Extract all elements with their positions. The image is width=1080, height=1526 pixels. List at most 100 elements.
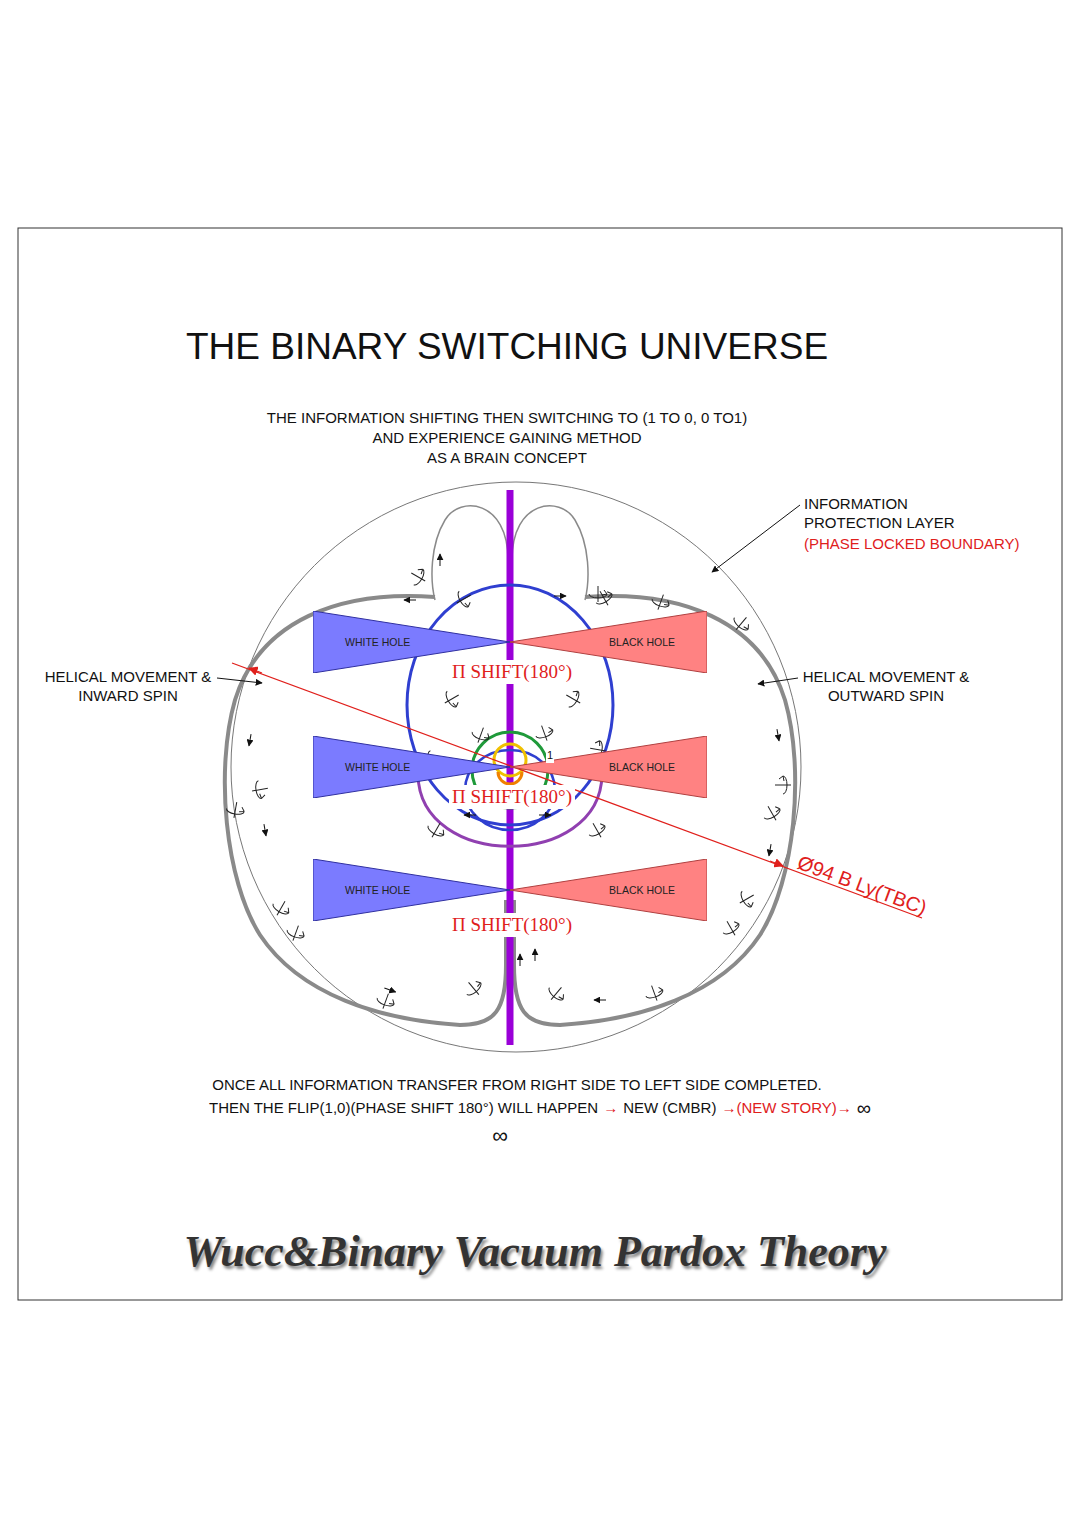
spin-axis: [383, 994, 388, 1009]
page-frame: [18, 228, 1062, 1300]
annotation: AS A BRAIN CONCEPT: [427, 449, 587, 468]
cone-label: BLACK HOLE: [609, 761, 675, 774]
spin-glyph: [440, 687, 463, 711]
flow-arrow: [264, 824, 266, 836]
cone-fill: [313, 859, 510, 921]
spin-head: [439, 829, 446, 836]
spin-glyph: [251, 779, 270, 800]
spin-head: [732, 920, 739, 927]
spin-axis: [432, 823, 440, 837]
flow-arrow: [777, 729, 779, 741]
spin-axis: [411, 573, 425, 581]
cone-label: BLACK HOLE: [609, 884, 675, 897]
flow-arrow: [769, 844, 771, 856]
flow-shaft: [264, 824, 266, 836]
spin-head: [773, 805, 780, 812]
spin-axis: [740, 895, 754, 903]
flow-shaft: [539, 815, 551, 816]
flow-arrow: [520, 954, 521, 966]
spin-axis: [598, 586, 599, 602]
flow-arrow: [554, 596, 566, 597]
spin-glyph: [424, 819, 448, 842]
spin-axis: [658, 595, 663, 610]
spin-glyph: [374, 991, 396, 1012]
spin-axis: [293, 926, 298, 941]
flow-shaft: [777, 729, 779, 741]
spin-axis: [775, 785, 791, 786]
black-hole-cone: BLACK HOLE: [510, 859, 707, 921]
spin-glyph: [735, 887, 758, 911]
spin-head: [260, 793, 266, 799]
flow-arrow: [384, 988, 395, 992]
cone-label: WHITE HOLE: [345, 884, 410, 897]
spin-glyph: [462, 977, 486, 1001]
diameter-arrow: [770, 861, 783, 866]
spin-axis: [252, 788, 268, 791]
spin-arrows: [225, 554, 791, 1012]
blue-loop: [407, 585, 613, 825]
spin-head: [453, 700, 460, 707]
spin-axis: [478, 728, 483, 743]
spin-head: [744, 623, 751, 630]
annotation: AND EXPERIENCE GAINING METHOD: [372, 429, 641, 448]
spin-head: [547, 726, 553, 732]
cone-label: WHITE HOLE: [345, 636, 410, 649]
leader-line: [217, 678, 262, 683]
cone-label: WHITE HOLE: [345, 761, 410, 774]
spin-head: [748, 900, 755, 907]
spin-head: [602, 590, 607, 595]
leader-line: [712, 505, 800, 572]
diagram-title: THE BINARY SWITCHING UNIVERSE: [186, 324, 828, 370]
spin-head: [239, 807, 245, 813]
annotation: HELICAL MOVEMENT & INWARD SPIN: [40, 668, 216, 706]
spin-head: [598, 822, 605, 829]
spin-axis: [566, 695, 580, 703]
spin-arc: [467, 983, 483, 998]
flow-shaft: [249, 734, 251, 746]
spin-glyph: [269, 897, 293, 920]
footnote-text: THEN THE FLIP(1,0)(PHASE SHIFT 180°) WIL…: [209, 1099, 598, 1117]
spin-glyph: [760, 802, 784, 825]
phase-shift-label: Π SHIFT(180°): [449, 660, 575, 684]
spin-head: [779, 776, 784, 781]
footnote-text: NEW (CMBR): [623, 1099, 716, 1117]
spin-head: [389, 999, 395, 1005]
annotation: (PHASE LOCKED BOUNDARY): [804, 535, 1020, 554]
spin-head: [417, 567, 424, 574]
cone-shape: [313, 859, 510, 921]
footnote-text: →: [603, 1099, 618, 1117]
annotation: THE INFORMATION SHIFTING THEN SWITCHING …: [267, 409, 747, 428]
spin-glyph: [562, 687, 585, 711]
footnote-text: ∞: [857, 1096, 871, 1120]
spin-axis: [542, 726, 547, 741]
flow-arrow: [404, 600, 416, 601]
cone-fill: [510, 859, 707, 921]
outer-boundary: [231, 482, 801, 1052]
spin-glyph: [643, 983, 665, 1004]
spin-axis: [445, 695, 459, 703]
flow-arrow: [249, 734, 251, 746]
spin-glyph: [225, 801, 246, 820]
diameter-arrow: [249, 668, 262, 673]
spin-head: [572, 689, 579, 696]
annotation: HELICAL MOVEMENT & OUTWARD SPIN: [798, 668, 974, 706]
flow-shaft: [520, 954, 521, 966]
spin-glyph: [544, 982, 568, 1006]
orange-loop: [498, 772, 522, 784]
annotation: 1: [546, 749, 554, 763]
white-hole-cone: WHITE HOLE: [313, 859, 510, 921]
spin-axis: [234, 802, 237, 818]
spin-arc: [732, 618, 748, 633]
spin-glyph: [585, 819, 609, 842]
flow-arrow: [464, 815, 476, 816]
flow-arrow: [594, 1000, 606, 1001]
flow-shaft: [404, 600, 416, 601]
spin-axis: [590, 748, 606, 751]
flow-arrow: [535, 949, 536, 961]
spin-head: [657, 986, 663, 992]
spin-glyph: [775, 776, 791, 794]
spin-glyph: [452, 587, 475, 611]
spin-glyph: [407, 565, 430, 589]
flow-arrow: [440, 554, 441, 566]
